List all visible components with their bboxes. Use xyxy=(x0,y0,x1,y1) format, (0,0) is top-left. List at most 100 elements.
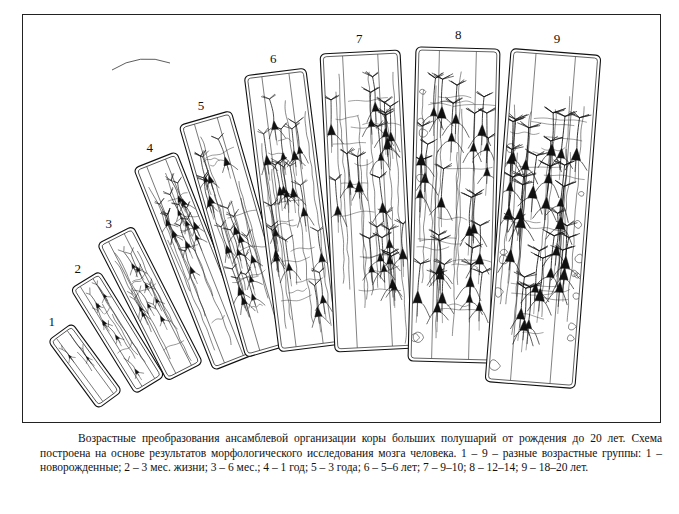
basal-dendrite xyxy=(302,152,308,164)
basal-dendrite xyxy=(568,269,581,279)
axon xyxy=(544,208,546,230)
basal-dendrite xyxy=(175,234,183,242)
basal-dendrite xyxy=(100,305,104,309)
basal-dendrite xyxy=(115,340,119,344)
dendrite-tuft xyxy=(580,114,590,118)
basal-dendrite xyxy=(550,183,560,198)
dendrite-tuft xyxy=(319,268,325,273)
basal-dendrite xyxy=(510,220,519,236)
basal-dendrite xyxy=(538,154,548,168)
apical-dendrite xyxy=(149,285,157,298)
dendrite-tuft xyxy=(384,101,390,107)
basal-dendrite xyxy=(296,196,305,207)
branch-fibre xyxy=(335,115,358,120)
dendrite-tuft xyxy=(403,218,408,224)
dendrite-tuft xyxy=(390,101,399,106)
dendrite-tuft xyxy=(212,135,219,141)
neuron xyxy=(469,268,493,331)
branch-fibre xyxy=(116,342,133,354)
fibre xyxy=(561,152,572,264)
basal-dendrite xyxy=(427,312,435,324)
caption: Возрастные преобразования ансамблевой ор… xyxy=(40,431,662,475)
branch-fibre xyxy=(446,166,492,170)
neuron xyxy=(163,186,190,228)
dendrite-tuft xyxy=(381,225,389,230)
fibre xyxy=(261,143,280,270)
dendrite-tuft xyxy=(174,222,180,228)
dendrite-tuft xyxy=(300,180,308,185)
apical-dendrite xyxy=(482,97,484,124)
dendrite-tuft xyxy=(390,101,399,106)
neuron xyxy=(214,220,240,268)
dendrite-tuft xyxy=(317,226,323,231)
axon xyxy=(511,161,514,183)
apical-dendrite xyxy=(379,178,382,202)
dendrite-tuft xyxy=(420,261,430,265)
fibre xyxy=(168,239,190,292)
basal-dendrite xyxy=(231,251,238,260)
neuron xyxy=(372,96,396,155)
apical-dendrite xyxy=(271,206,275,229)
dendrite-tuft xyxy=(440,235,451,241)
axon xyxy=(229,253,233,267)
neuron xyxy=(176,244,204,287)
neuron-body xyxy=(434,302,442,313)
branch-fibre xyxy=(438,95,471,98)
apical-dendrite xyxy=(551,113,555,143)
dendrite-tuft xyxy=(233,211,238,216)
dendrite-tuft xyxy=(220,204,228,210)
apical-dendrite xyxy=(347,154,350,180)
neuron xyxy=(58,343,78,365)
basal-dendrite xyxy=(296,216,303,227)
dendrite-tuft xyxy=(439,230,448,235)
axon xyxy=(304,216,306,232)
apical-dendrite xyxy=(218,139,225,157)
neuron xyxy=(370,231,396,290)
neuron-body xyxy=(372,101,380,111)
basal-dendrite xyxy=(456,286,467,299)
dendrite-tuft xyxy=(466,109,475,114)
fibre xyxy=(457,109,463,285)
vessel-loop xyxy=(419,129,428,137)
dendrite-tuft xyxy=(133,295,139,300)
neuron xyxy=(525,252,556,324)
dendrite-tuft xyxy=(389,226,399,230)
dendrite-tuft xyxy=(323,96,331,101)
basal-dendrite xyxy=(176,202,181,208)
basal-dendrite xyxy=(278,256,285,268)
basal-dendrite xyxy=(191,240,199,248)
neuron xyxy=(495,170,525,242)
dendrite-tuft xyxy=(242,233,247,237)
apical-dendrite xyxy=(441,79,442,106)
neuron xyxy=(422,72,445,136)
neuron xyxy=(263,221,286,274)
basal-dendrite xyxy=(270,164,278,172)
dendrite-tuft xyxy=(223,226,231,232)
strip-line xyxy=(469,51,477,359)
axon xyxy=(168,225,173,236)
column-inner-outline xyxy=(411,50,497,360)
basal-dendrite xyxy=(427,273,437,285)
basal-dendrite xyxy=(221,166,227,173)
dendrite-tuft xyxy=(568,113,579,118)
branch-fibre xyxy=(205,147,235,159)
basal-dendrite xyxy=(273,159,283,169)
column-outline xyxy=(485,48,601,388)
dendrite-tuft xyxy=(381,249,391,254)
dendrite-tuft xyxy=(95,281,99,285)
neuron xyxy=(468,91,493,156)
dendrite-tuft xyxy=(505,116,514,121)
column-number: 2 xyxy=(73,262,82,275)
basal-dendrite xyxy=(385,137,387,150)
basal-dendrite xyxy=(190,245,196,252)
dendrite-tuft xyxy=(386,207,391,213)
basal-dendrite xyxy=(307,215,314,226)
dendrite-tuft xyxy=(244,249,250,256)
caption-text: Возрастные преобразования ансамблевой ор… xyxy=(40,431,662,475)
column-number: 1 xyxy=(47,314,56,327)
branch-fibre xyxy=(416,246,449,250)
axon xyxy=(227,165,231,179)
dendrite-tuft xyxy=(279,157,285,163)
basal-dendrite xyxy=(102,325,106,330)
branch-fibre xyxy=(266,199,303,206)
